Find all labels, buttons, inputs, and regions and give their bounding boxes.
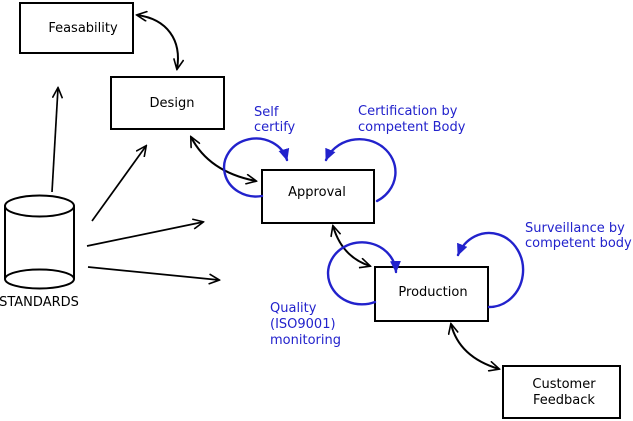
quality-label-line2: (ISO9001) [270, 317, 336, 332]
arrow-standards-to-approval [86, 222, 203, 247]
certification-loop [324, 138, 397, 203]
arrow-standards-to-design [91, 146, 146, 222]
approval-label: Approval [288, 185, 346, 200]
self-certify-label-line1: Self [254, 105, 279, 120]
standards-cylinder [4, 194, 75, 290]
surveillance-loop [456, 231, 525, 309]
arrow-standards-to-production [87, 266, 219, 280]
quality-monitoring-loop [326, 241, 401, 306]
self-certify-label-line2: certify [254, 120, 296, 135]
feasability-box [19, 2, 134, 54]
production-box [374, 266, 489, 322]
arrow-production-customer-feedback [451, 324, 499, 369]
design-label: Design [150, 96, 195, 111]
surveillance-label-line1: Surveillance by [525, 221, 625, 236]
quality-label-line1: Quality [270, 301, 317, 316]
surveillance-label-line2: competent body [525, 236, 632, 251]
quality-label-line3: monitoring [270, 333, 341, 348]
production-label: Production [398, 285, 467, 300]
arrow-design-approval [191, 137, 256, 181]
certification-label-line2: competent Body [358, 120, 466, 135]
customer-feedback-box [502, 365, 621, 419]
arrow-feasability-design [137, 15, 178, 69]
certification-label-line1: Certification by [358, 104, 458, 119]
design-box [110, 76, 225, 130]
standards-label: STANDARDS [0, 295, 79, 310]
arrow-standards-to-feasability [51, 88, 58, 193]
customer-feedback-label-line1: Customer [532, 377, 596, 392]
arrow-approval-production [333, 226, 370, 266]
customer-feedback-label-line2: Feedback [533, 393, 595, 408]
self-certify-loop [222, 137, 290, 198]
feasability-label: Feasability [48, 21, 118, 36]
